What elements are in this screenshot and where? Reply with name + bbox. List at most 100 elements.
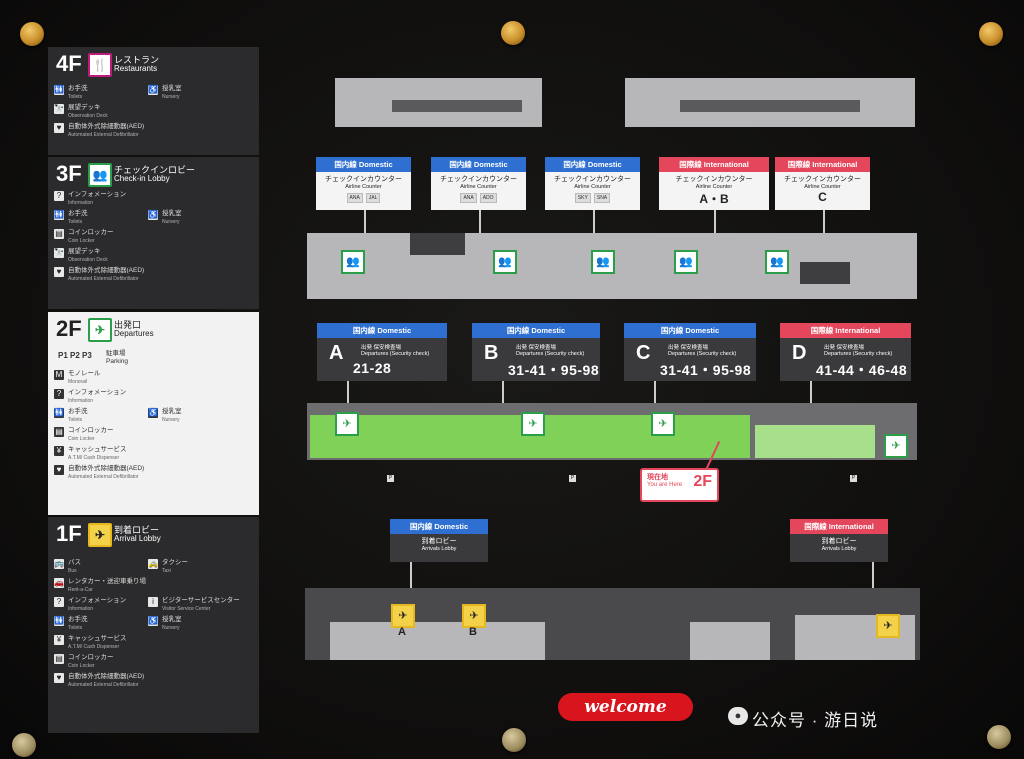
sign-pointer — [822, 210, 825, 235]
legend-item: 展望デッキ Observation Deck — [68, 248, 108, 264]
parking-icon: P — [387, 475, 394, 482]
legend-icon: ¥ — [54, 446, 64, 456]
sign-header: 国内線 Domestic — [624, 323, 756, 338]
sign-jp: 到着ロビー — [821, 538, 857, 545]
screw — [987, 725, 1011, 749]
parking-icon: P — [850, 475, 857, 482]
legend-item-en: Toilets — [68, 625, 83, 631]
sign-jp: 出発 保安検査場 — [361, 345, 402, 351]
legend-item-jp: 自動体外式除細動器(AED) — [68, 123, 145, 130]
legend-item: 自動体外式除細動器(AED)Automated External Defibri… — [68, 465, 144, 481]
legend-item-jp: 授乳室 — [162, 85, 182, 92]
legend-item-en: Information — [68, 606, 94, 612]
legend-item-en: Nursery — [162, 219, 180, 225]
floor-title-en: Departures — [114, 329, 154, 338]
legend-icon: ? — [54, 191, 64, 201]
sign-en: Airline Counter — [804, 184, 841, 190]
here-floor: 2F — [693, 473, 712, 490]
legend-icon: ♥ — [54, 267, 64, 277]
legend-icon: 🚻 — [54, 210, 64, 220]
gate-range: 31-41・95-98 — [508, 362, 600, 378]
sign-pointer — [714, 210, 716, 235]
sign-en: Arrivals Lobby — [421, 546, 457, 552]
legend-icon: 🚻 — [54, 85, 64, 95]
departure-gate-icon[interactable]: ✈ — [335, 412, 359, 436]
legend-icon: ♿ — [148, 616, 158, 626]
checkin-icon[interactable]: 👥 — [765, 250, 789, 274]
floor-title-en: Check-in Lobby — [114, 174, 170, 183]
legend-icon: 🔭 — [54, 248, 64, 258]
legend-item-jp: 展望デッキ — [68, 248, 101, 255]
checkin-icon[interactable]: 👥 — [591, 250, 615, 274]
floor-number: 2F — [56, 316, 82, 341]
legend-icon: ▤ — [54, 229, 64, 239]
legend-icon: 🚻 — [54, 408, 64, 418]
legend-icon: ♥ — [54, 123, 64, 133]
legend-item-en: Automated External Defibrillator — [68, 276, 139, 282]
legend-item-en: Observation Deck — [68, 257, 108, 263]
screw — [501, 21, 525, 45]
legend-item-jp: 授乳室 — [162, 616, 182, 623]
legend-item-jp: ビジターサービスセンター — [162, 597, 240, 604]
checkin-icon[interactable]: 👥 — [341, 250, 365, 274]
arrival-icon: ✈ — [88, 523, 112, 547]
departure-gate-icon[interactable]: ✈ — [521, 412, 545, 436]
floor-4f-west-core — [392, 100, 522, 112]
welcome-logo: welcome — [558, 693, 693, 721]
legend-icon: ♿ — [148, 210, 158, 220]
checkin-icon[interactable]: 👥 — [674, 250, 698, 274]
sign-pointer — [410, 562, 412, 604]
legend-item-jp: 授乳室 — [162, 210, 182, 217]
sign-pointer — [347, 381, 349, 414]
sign-header: 国際線 International — [790, 519, 888, 534]
floor-3f-void — [800, 262, 850, 284]
checkin-icon[interactable]: 👥 — [493, 250, 517, 274]
legend-item-en: Toilets — [68, 219, 83, 225]
legend-item-jp: タクシー — [162, 559, 188, 566]
sign-header: 国内線 Domestic — [472, 323, 600, 338]
departure-gate-icon[interactable]: ✈ — [651, 412, 675, 436]
legend-item-en: Information — [68, 200, 94, 206]
arrival-icon[interactable]: ✈ — [462, 604, 486, 628]
legend-item-en: Automated External Defibrillator — [68, 474, 139, 480]
arrival-icon[interactable]: ✈ — [391, 604, 415, 628]
legend-item-jp: 自動体外式除細動器(AED) — [68, 673, 145, 680]
legend-item-jp: インフォメーション — [68, 191, 127, 198]
sign-header: 国際線 International — [659, 157, 769, 172]
legend-item-en: Coin Locker — [68, 238, 95, 244]
screw — [502, 728, 526, 752]
legend-item-jp: レンタカー・送迎車乗り場 — [68, 578, 146, 585]
parking-labels: P1 P2 P3 — [58, 351, 92, 360]
arrival-gate-label: B — [469, 626, 477, 638]
sign-en: Departures (Security check) — [361, 351, 430, 357]
legend-icon: ♿ — [148, 85, 158, 95]
arrival-icon[interactable]: ✈ — [876, 614, 900, 638]
legend-item-jp: インフォメーション — [68, 389, 127, 396]
checkpoint-letter: C — [636, 342, 651, 364]
legend-icon: ? — [54, 597, 64, 607]
floor-title-jp: 出発口 — [114, 320, 142, 330]
legend-item-jp: キャッシュサービス — [68, 635, 127, 642]
sign-pointer — [810, 381, 812, 414]
legend-icon: 🚕 — [148, 559, 158, 569]
legend-item-jp: お手洗 — [68, 408, 88, 415]
departure-gate-icon[interactable]: ✈ — [884, 434, 908, 458]
sign-jp: チェックインカウンター — [440, 176, 517, 183]
legend-item-en: Visitor Service Center — [162, 606, 211, 612]
legend-icon: ♥ — [54, 673, 64, 683]
sign-pointer — [592, 210, 595, 235]
gate-range: 31-41・95-98 — [660, 362, 752, 378]
legend-item-en: Observation Deck — [68, 113, 108, 119]
floor-title-jp: レストラン — [114, 55, 160, 65]
sign-header: 国内線 Domestic — [431, 157, 526, 172]
